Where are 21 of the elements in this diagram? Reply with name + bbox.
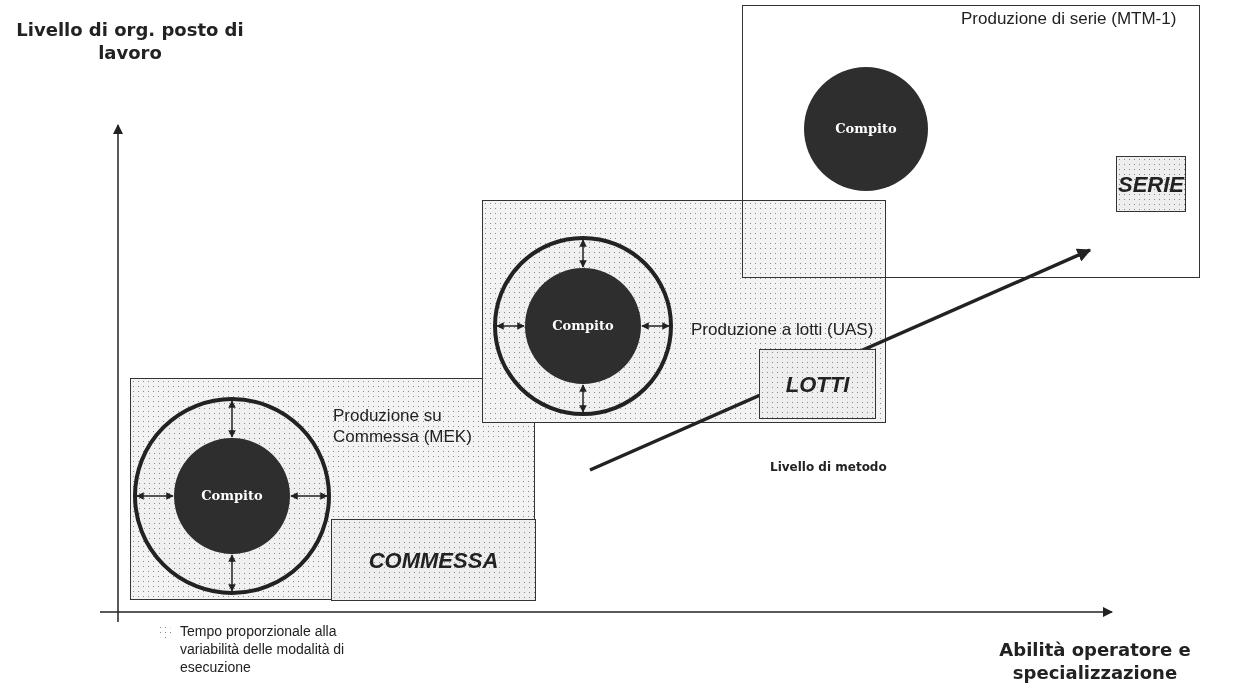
stage-title: Produzione a lotti (UAS) <box>691 319 875 341</box>
arrow-label: Livello di metodo <box>770 459 887 476</box>
stage-panel <box>130 378 535 600</box>
stage-title: Produzione su Commessa (MEK) <box>333 405 473 448</box>
stage-title: Produzione di serie (MTM-1) <box>961 8 1178 30</box>
stage-panel <box>742 5 1200 278</box>
double-arrow <box>136 492 174 500</box>
category-tag: LOTTI <box>759 349 876 419</box>
double-arrow <box>228 554 236 592</box>
double-arrow <box>641 322 670 330</box>
double-arrow <box>579 384 587 413</box>
x-axis-title: Abilità operatore e specializzazione <box>998 638 1192 685</box>
double-arrow <box>290 492 328 500</box>
double-arrow <box>228 400 236 438</box>
stage-panel <box>482 200 886 423</box>
category-tag: COMMESSA <box>331 519 536 601</box>
double-arrow <box>496 322 525 330</box>
category-tag: SERIE <box>1116 156 1186 212</box>
y-axis-title: Livello di org. posto di lavoro <box>15 18 245 65</box>
legend-text: Tempo proporzionale alla variabilità delle modalità di esecuzione <box>180 622 346 677</box>
double-arrow <box>579 239 587 268</box>
